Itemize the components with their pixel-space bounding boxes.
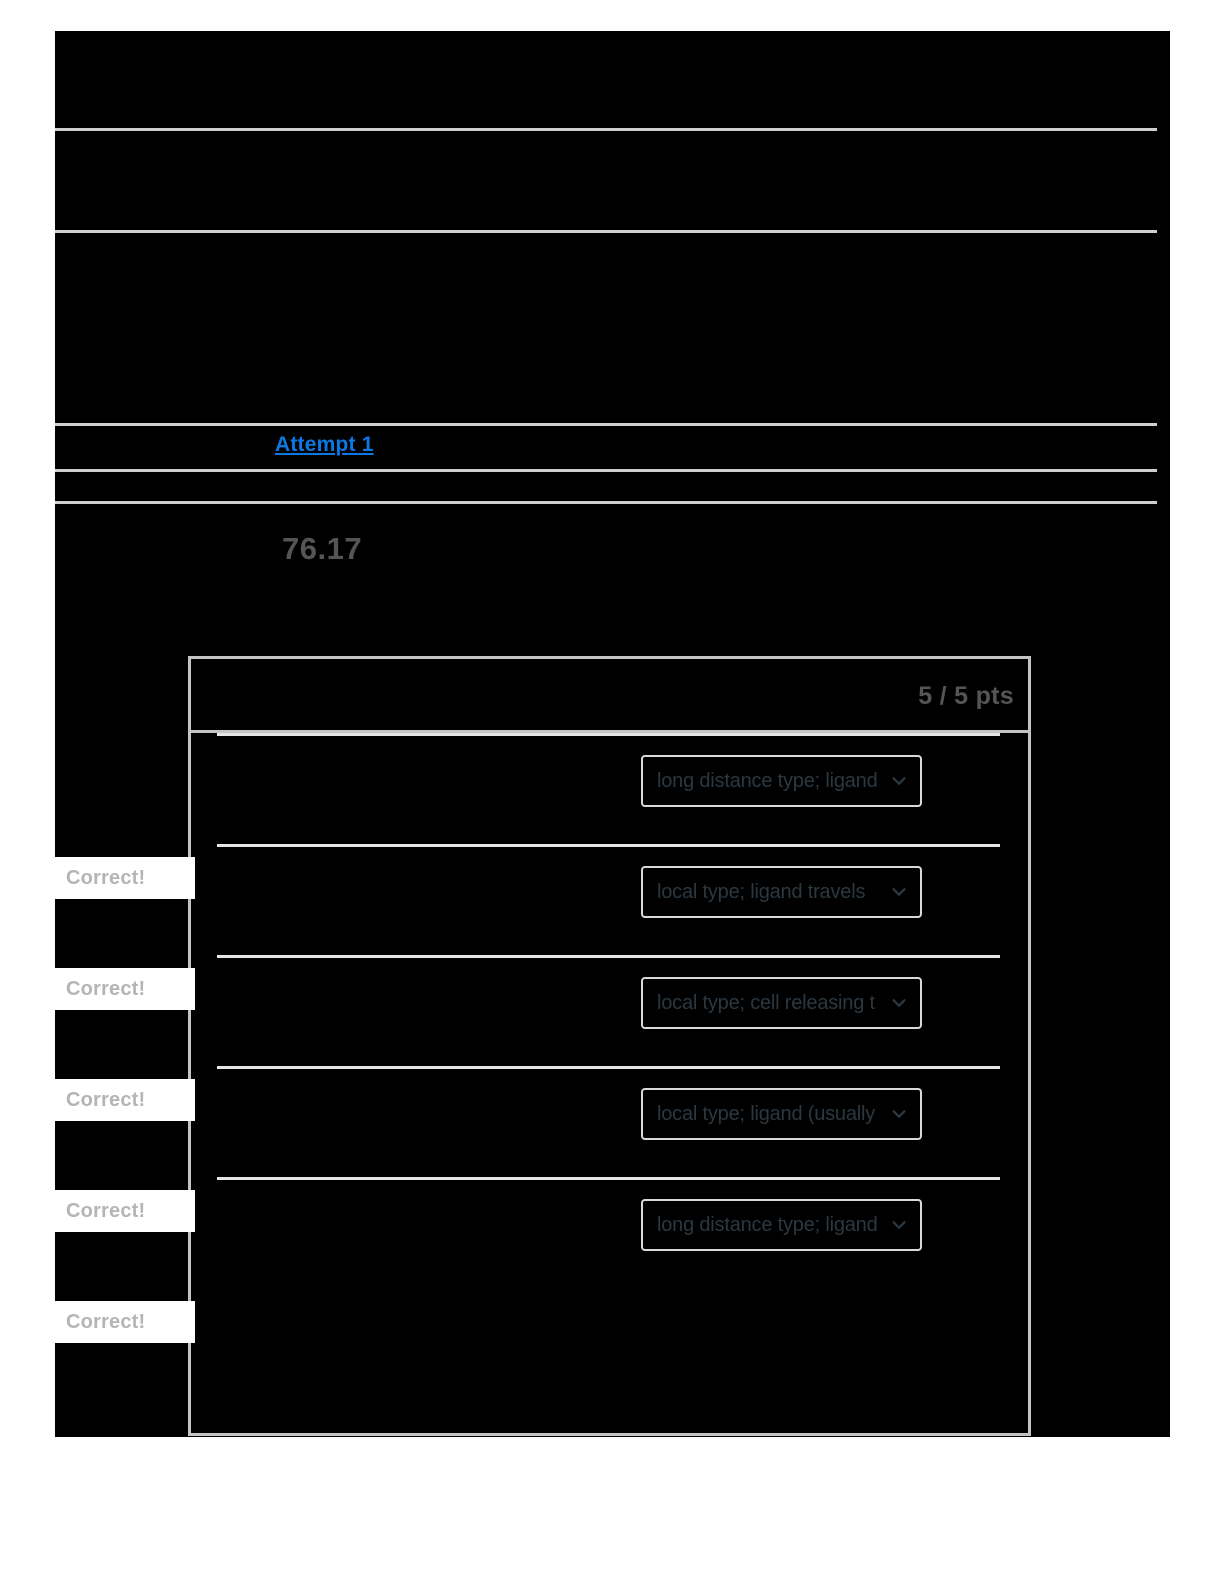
row-divider — [217, 1066, 1000, 1069]
answer-row: local type; ligand (usually — [191, 1066, 1028, 1177]
chevron-down-icon — [890, 1105, 908, 1123]
header-rule-5 — [55, 501, 1157, 504]
answer-dropdown[interactable]: long distance type; ligand — [641, 755, 922, 807]
answer-dropdown[interactable]: local type; cell releasing t — [641, 977, 922, 1029]
attempt-link[interactable]: Attempt 1 — [275, 433, 374, 456]
header-rule-2 — [55, 230, 1157, 233]
answer-row: long distance type; ligand — [191, 1177, 1028, 1288]
row-divider — [217, 733, 1000, 736]
row-divider — [217, 955, 1000, 958]
chevron-down-icon — [890, 994, 908, 1012]
answer-dropdown-value: local type; ligand travels — [657, 880, 866, 903]
header-rule-1 — [55, 128, 1157, 131]
status-badge-label: Correct! — [66, 1088, 146, 1111]
status-badge-correct: Correct! — [55, 1301, 195, 1343]
answer-dropdown[interactable]: local type; ligand travels — [641, 866, 922, 918]
answer-row: local type; ligand travels — [191, 844, 1028, 955]
answer-dropdown-value: long distance type; ligand — [657, 769, 878, 792]
answer-dropdown-value: local type; cell releasing t — [657, 991, 875, 1014]
row-divider — [217, 844, 1000, 847]
row-divider — [217, 1177, 1000, 1180]
question-card: 5 / 5 pts long distance type; ligand loc… — [188, 656, 1031, 1436]
status-badge-correct: Correct! — [55, 857, 195, 899]
header-rule-3 — [55, 423, 1157, 426]
header-rule-4 — [55, 469, 1157, 472]
answer-row: local type; cell releasing t — [191, 955, 1028, 1066]
question-body: long distance type; ligand local type; l… — [191, 733, 1028, 1288]
quiz-result-page: Attempt 1 76.17 5 / 5 pts long distance … — [55, 31, 1170, 1437]
status-badge-label: Correct! — [66, 1199, 146, 1222]
status-badge-label: Correct! — [66, 1310, 146, 1333]
answer-row: long distance type; ligand — [191, 733, 1028, 844]
answer-dropdown-value: long distance type; ligand — [657, 1213, 878, 1236]
status-badge-correct: Correct! — [55, 1190, 195, 1232]
answer-dropdown-value: local type; ligand (usually — [657, 1102, 876, 1125]
score-value: 76.17 — [282, 531, 363, 566]
chevron-down-icon — [890, 883, 908, 901]
answer-dropdown[interactable]: long distance type; ligand — [641, 1199, 922, 1251]
status-badge-correct: Correct! — [55, 1079, 195, 1121]
question-points: 5 / 5 pts — [918, 682, 1014, 710]
chevron-down-icon — [890, 772, 908, 790]
question-header: 5 / 5 pts — [191, 659, 1028, 733]
status-badge-label: Correct! — [66, 866, 146, 889]
answer-dropdown[interactable]: local type; ligand (usually — [641, 1088, 922, 1140]
status-badge-correct: Correct! — [55, 968, 195, 1010]
chevron-down-icon — [890, 1216, 908, 1234]
status-badge-label: Correct! — [66, 977, 146, 1000]
